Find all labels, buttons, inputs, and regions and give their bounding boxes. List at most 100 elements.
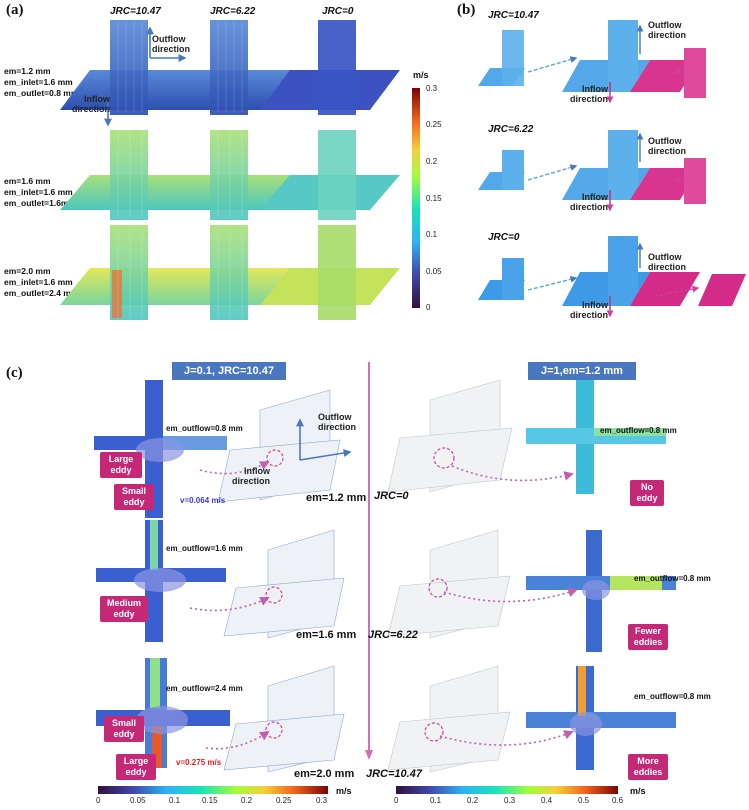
panel-a-colorbar-unit: m/s [413,70,429,80]
colorbar-tick: 0.3 [504,796,516,805]
panel-c-label: (c) [6,365,23,381]
colorbar-tick: 0.6 [612,796,624,805]
colorbar-tick: 0.25 [276,796,292,805]
fracture-render-r3c2 [160,225,300,320]
junction-2d-right-2 [526,530,676,652]
panel-a-col-3: JRC=0 [322,6,354,17]
panel-c-colorbar-left [98,786,328,794]
panel-b-inflow-3: Inflow direction [569,300,608,320]
panel-c-banner-left: J=0.1, JRC=10.47 [172,362,286,380]
row-inlet: em_inlet=1.6 mm [4,277,73,287]
panel-a-outflow-label: Outflow direction [152,34,191,54]
callout-medium-eddy: Medium eddy [100,596,148,622]
colorbar-tick: 0.5 [578,796,590,805]
panel-b-label: (b) [457,2,476,18]
panel-a-row-1-label: em=1.2 mm em_inlet=1.6 mm em_outlet=0.8 … [4,66,84,99]
colorbar-tick: 0.1 [426,230,438,239]
panel-c-colorbar-right-unit: m/s [630,786,646,796]
colorbar-tick: 0.15 [202,796,218,805]
velocity-label-3: v=0.275 m/s [176,758,222,767]
plane-3d-right [387,379,513,773]
panel-c-colorbar-right [396,786,618,794]
panel-b-row-1-label: JRC=10.47 [488,10,539,21]
colorbar-tick: 0 [426,303,431,312]
fracture-render-r3c1 [60,225,200,320]
panel-a-col-1: JRC=10.47 [110,6,161,17]
fracture-render-r2c3 [260,130,400,220]
colorbar-tick: 0.4 [541,796,553,805]
row-outlet: em_outlet=1.6mm [4,198,77,208]
dashed-circles [265,447,455,742]
left-3-outflow-width: em_outflow=2.4 mm [166,684,243,693]
junction-2d-right-3 [526,666,676,770]
colorbar-tick: 0.3 [426,84,438,93]
colorbar-tick: 0 [96,796,101,805]
colorbar-tick: 0.05 [130,796,146,805]
panel-c-banner-right: J=1,em=1.2 mm [528,362,636,380]
right-1-outflow-width: em_outflow=0.8 mm [600,426,677,435]
panel-c-outflow-arrow [299,449,352,461]
panel-b-outflow-3: Outflow direction [648,252,687,272]
fracture-render-r1c1 [60,20,200,115]
left-1-outflow-width: em_outflow=0.8 mm [166,424,243,433]
panel-a-row-3-label: em=2.0 mm em_inlet=1.6 mm em_outlet=2.4 … [4,266,84,299]
callout-more-eddies: More eddies [628,754,668,780]
panel-c-outflow-label: Outflow direction [318,412,357,432]
left-2-em: em=1.6 mm [296,629,357,641]
panel-a-colorbar [412,88,420,308]
left-2-outflow-width: em_outflow=1.6 mm [166,544,243,553]
panel-a-label: (a) [6,2,24,18]
colorbar-tick: 0.2 [467,796,479,805]
right-2-jrc: JRC=6.22 [368,629,418,641]
left-3-em: em=2.0 mm [294,768,355,780]
row-inlet: em_inlet=1.6 mm [4,187,73,197]
colorbar-tick: 0.25 [426,120,442,129]
callout-no-eddy: No eddy [630,480,664,506]
panel-b-row-3-label: JRC=0 [488,232,520,243]
callout-small-eddy-1: Small eddy [114,484,154,510]
colorbar-tick: 0.15 [426,194,442,203]
panel-c-divider [365,362,373,760]
fracture-render-r1c2 [160,20,300,115]
fracture-render-r1c3 [260,20,400,115]
colorbar-tick: 0.2 [241,796,253,805]
row-outlet: em_outlet=0.8 mm [4,88,79,98]
junction-2d-left-2 [96,520,226,642]
plane-3d-left [217,389,345,773]
fracture-render-r2c1 [60,130,200,220]
callout-small-eddy-3: Small eddy [104,716,144,742]
colorbar-tick: 0.1 [169,796,181,805]
panel-c-renders [94,379,676,773]
panel-b-outflow-2: Outflow direction [648,136,687,156]
colorbar-tick: 0.2 [426,157,438,166]
callout-large-eddy-1: Large eddy [100,452,142,478]
panel-b-inflow-1: Inflow direction [569,84,608,104]
left-1-em: em=1.2 mm [306,492,367,504]
streamline-texture [117,22,243,318]
colorbar-tick: 0.1 [430,796,442,805]
dotted-arrows [189,461,578,750]
right-2-outflow-width: em_outflow=0.8 mm [634,574,711,583]
panel-b-row-2-label: JRC=6.22 [488,124,534,135]
colorbar-tick: 0.3 [316,796,328,805]
velocity-label-1: v=0.064 m/s [180,496,226,505]
panel-c-colorbar-left-unit: m/s [336,786,352,796]
fracture-render-r2c2 [160,130,300,220]
colorbar-tick: 0.05 [426,267,442,276]
row-em: em=1.6 mm [4,176,51,186]
colorbar-tick: 0 [394,796,399,805]
panel-a-row-2-label: em=1.6 mm em_inlet=1.6 mm em_outlet=1.6m… [4,176,84,209]
callout-large-eddy-3: Large eddy [116,754,156,780]
right-3-outflow-width: em_outflow=0.8 mm [634,692,711,701]
panel-c-inflow-label: Inflow direction [231,466,270,486]
callout-fewer-eddies: Fewer eddies [628,624,668,650]
row-outlet: em_outlet=2.4 mm [4,288,79,298]
junction-2d-right-1 [526,380,666,494]
panel-b-outflow-1: Outflow direction [648,20,687,40]
panel-a-grid [60,20,400,320]
fracture-render-r3c3 [260,225,400,320]
right-3-jrc: JRC=10.47 [366,768,422,780]
junction-2d-left-1 [94,380,227,518]
row-em: em=2.0 mm [4,266,51,276]
panel-a-col-2: JRC=6.22 [210,6,256,17]
